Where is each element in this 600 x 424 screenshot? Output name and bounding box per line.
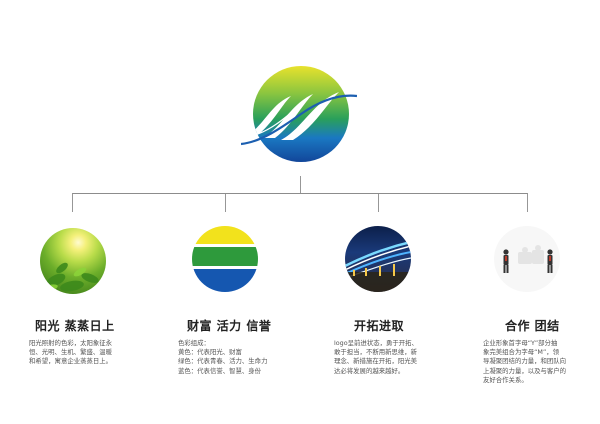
- company-logo: [241, 66, 357, 162]
- node-desc-progress: logo呈前进状态，勇于开拓、 敢于担当，不断用新思维，新 理念、新措施在开拓，…: [334, 339, 418, 375]
- team-image: [494, 226, 560, 292]
- light-trails-image: [345, 226, 411, 292]
- node-title-progress: 开拓进取: [354, 319, 405, 333]
- node-desc-wealth: 色彩组成： 黄色：代表阳光、财富 绿色：代表青春、活力、生命力 蓝色：代表信誉、…: [178, 339, 268, 375]
- node-title-sunlight: 阳光 蒸蒸日上: [35, 319, 115, 333]
- node-title-teamwork: 合作 团结: [505, 319, 560, 333]
- node-desc-teamwork: 企业形象首字母“Y”部分抽 象完美组合为字母“M”，领 导凝聚团结的力量，和团队…: [483, 339, 567, 384]
- node-desc-sunlight: 阳光照射的色彩，太阳象征永 恒、光明、生机、繁盛、温暖 和希望，寓意企业蒸蒸日上…: [29, 339, 113, 366]
- sunlight-tea-image: [40, 228, 106, 294]
- color-stripes-image: [192, 226, 258, 292]
- node-title-wealth: 财富 活力 信誉: [187, 319, 272, 333]
